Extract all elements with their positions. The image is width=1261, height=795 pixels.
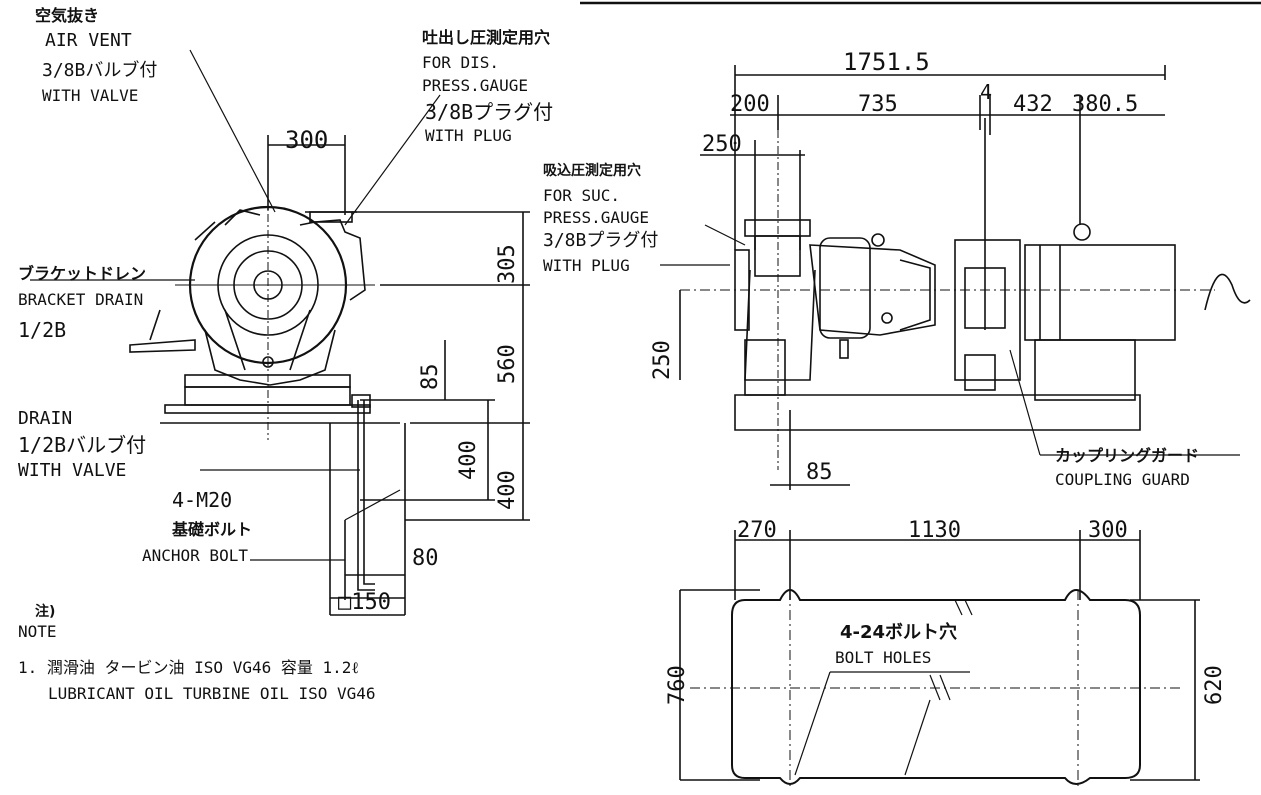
dim-side-735: 735 — [858, 92, 898, 117]
air-vent-with-label: WITH VALVE — [42, 86, 139, 105]
note-line-2: LUBRICANT OIL TURBINE OIL ISO VG46 — [48, 684, 376, 703]
bracket-drain-size-label: 1/2B — [18, 318, 67, 342]
drain-label: DRAIN — [18, 408, 73, 429]
bolt-holes-jp-label: 4-24ボルト穴 — [840, 622, 958, 643]
dim-side-85: 85 — [806, 460, 833, 485]
dim-base-620: 620 — [1202, 665, 1227, 705]
dim-base-760: 760 — [665, 665, 690, 705]
drain-size-label: 1/2Bバルブ付 — [18, 433, 147, 457]
dis-gauge-jp-label: 吐出し圧測定用穴 — [422, 28, 551, 47]
dim-side-432: 432 — [1013, 92, 1053, 117]
dim-side-250-left: 250 — [650, 340, 675, 380]
dis-gauge-label-2: PRESS.GAUGE — [422, 76, 528, 95]
dim-base-1130: 1130 — [908, 518, 961, 543]
suc-gauge-jp-label: 吸込圧測定用穴 — [543, 163, 641, 179]
side-view — [660, 65, 1251, 490]
dis-gauge-size-label: 3/8Bプラグ付 — [425, 100, 554, 124]
dim-base-300: 300 — [1088, 518, 1128, 543]
air-vent-label: AIR VENT — [45, 30, 132, 51]
dim-base-270: 270 — [737, 518, 777, 543]
note-jp-label: 注) — [35, 604, 56, 620]
suc-gauge-label-2: PRESS.GAUGE — [543, 208, 649, 227]
note-line-1: 1. 潤滑油 タービン油 ISO VG46 容量 1.2ℓ — [18, 658, 360, 677]
dim-front-85: 85 — [418, 363, 443, 391]
dim-front-300: 300 — [285, 126, 329, 154]
dim-front-400a: 400 — [456, 440, 481, 480]
coupling-guard-jp-label: カップリングガード — [1055, 446, 1200, 465]
suc-gauge-with-label: WITH PLUG — [543, 256, 630, 275]
bracket-drain-label: BRACKET DRAIN — [18, 290, 144, 309]
air-vent-jp-label: 空気抜き — [35, 6, 100, 25]
dis-gauge-label-1: FOR DIS. — [422, 53, 500, 72]
dim-side-4: 4 — [980, 80, 993, 104]
dim-front-560: 560 — [495, 344, 520, 384]
anchor-bolt-size-label: 4-M20 — [172, 488, 233, 512]
suc-gauge-size-label: 3/8Bプラグ付 — [543, 230, 659, 251]
anchor-bolt-label: ANCHOR BOLT — [142, 546, 248, 565]
dim-side-380: 380.5 — [1072, 92, 1139, 117]
dim-front-150: □150 — [338, 590, 391, 615]
bolt-holes-label: BOLT HOLES — [835, 648, 932, 667]
bracket-drain-jp-label: ブラケットドレン — [18, 264, 147, 283]
dim-front-80: 80 — [412, 546, 439, 571]
anchor-bolt-jp-label: 基礎ボルト — [172, 520, 253, 539]
dim-front-400b: 400 — [495, 470, 520, 510]
dim-side-250-top: 250 — [702, 132, 742, 157]
dis-gauge-with-label: WITH PLUG — [425, 126, 512, 145]
front-view — [30, 49, 530, 616]
dim-side-200: 200 — [730, 92, 770, 117]
coupling-guard-label: COUPLING GUARD — [1055, 470, 1190, 489]
dim-side-1751: 1751.5 — [843, 48, 930, 76]
dim-front-305: 305 — [495, 244, 520, 284]
air-vent-size-label: 3/8Bバルブ付 — [42, 60, 158, 81]
drain-with-label: WITH VALVE — [18, 460, 127, 481]
base-plan-view — [679, 530, 1200, 790]
note-label: NOTE — [18, 622, 57, 641]
suc-gauge-label-1: FOR SUC. — [543, 186, 621, 205]
